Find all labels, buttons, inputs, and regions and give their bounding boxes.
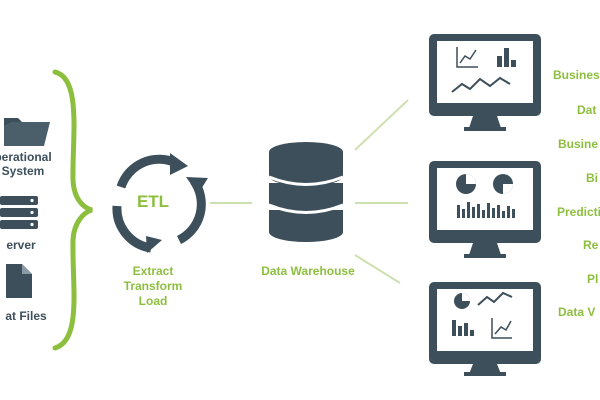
database-bands [268, 175, 344, 214]
output-label-5: Predicti [557, 205, 600, 219]
bar-chart-small-icon [452, 320, 474, 336]
warehouse-to-dash3-line [354, 254, 401, 284]
output-label-4: Bi [586, 171, 598, 185]
etl-arrowheads [146, 153, 208, 253]
folder-icon [4, 118, 50, 146]
pie-chart-small-icon [454, 293, 470, 309]
trend-line-small-icon [477, 291, 513, 306]
database-icon [269, 142, 343, 242]
curly-brace [52, 69, 93, 351]
output-label-2: Dat [577, 103, 597, 117]
output-label-7: Pl [587, 272, 599, 286]
server-label: erver [6, 238, 36, 252]
line-chart-icon [456, 47, 478, 68]
operational-system-label: perational System [0, 150, 52, 178]
etl-badge: ETL [136, 192, 170, 211]
monitor-3 [429, 282, 541, 376]
monitor-1 [429, 34, 541, 131]
output-label-6: Re [583, 238, 599, 252]
trend-line-icon [451, 76, 511, 93]
output-label-3: Busine [558, 137, 599, 151]
bar-chart-icon [497, 48, 516, 67]
warehouse-to-dash1-line [354, 99, 409, 151]
etl-caption: Extract Transform Load [123, 264, 183, 308]
monitor-2 [429, 161, 541, 258]
server-icon [0, 196, 38, 229]
output-label-1: Busines [553, 68, 600, 82]
pie-chart-icon [456, 174, 513, 194]
file-icon [6, 264, 32, 298]
scatter-chart-icon [491, 318, 512, 339]
flat-files-label: at Files [5, 309, 47, 323]
histogram-icon [457, 202, 515, 218]
output-label-8: Data V [558, 305, 596, 319]
data-warehouse-label: Data Warehouse [261, 264, 355, 278]
